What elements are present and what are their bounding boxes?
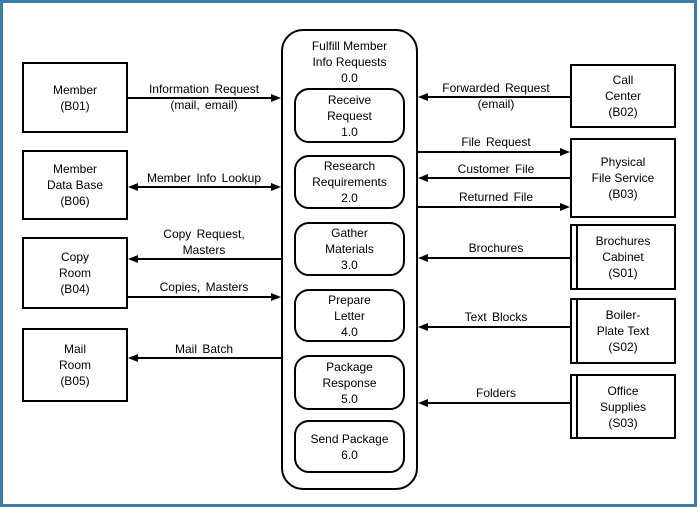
arrowhead-right-icon (560, 203, 570, 211)
arrowhead-left-icon (418, 323, 428, 331)
datastore-inner-line (576, 226, 578, 288)
store-brochures-cabinet: Brochures Cabinet (S01) (570, 224, 676, 290)
arrowhead-right-icon (271, 183, 281, 191)
flow-forwarded-request-line (427, 96, 570, 98)
flow-forwarded-request-label: Forwarded Request (email) (442, 81, 550, 111)
store-office-supplies-label: Office Supplies (S03) (599, 383, 647, 430)
flow-member-info-lookup-line (137, 186, 272, 188)
process-send-package-label: Send Package 6.0 (310, 431, 389, 462)
datastore-inner-line (576, 376, 578, 437)
flow-file-request-line (418, 151, 561, 153)
arrowhead-left-icon (128, 255, 138, 263)
flow-member-info-lookup-label: Member Info Lookup (146, 171, 262, 185)
process-research-requirements-label: Research Requirements 2.0 (312, 159, 387, 205)
entity-call-center-label: Call Center (B02) (604, 73, 642, 119)
entity-physical-file-service: Physical File Service (B03) (570, 138, 676, 218)
process-send-package: Send Package 6.0 (294, 420, 405, 473)
flow-information-request-label: Information Request (mail, email) (148, 82, 260, 112)
arrowhead-left-icon (128, 183, 138, 191)
entity-mail-room: Mail Room (B05) (22, 328, 128, 402)
process-receive-request-label: Receive Request 1.0 (327, 92, 372, 139)
process-group-title: Fulfill Member Info Requests 0.0 (311, 39, 388, 85)
process-receive-request: Receive Request 1.0 (294, 88, 405, 143)
process-package-response: Package Response 5.0 (294, 355, 405, 410)
store-boiler-plate-text-label: Boiler- Plate Text (S02) (596, 308, 650, 354)
process-gather-materials-label: Gather Materials 3.0 (325, 226, 374, 272)
process-prepare-letter-label: Prepare Letter 4.0 (328, 292, 371, 339)
store-brochures-cabinet-label: Brochures Cabinet (S01) (595, 234, 651, 280)
flow-copy-request-label: Copy Request, Masters (163, 227, 245, 257)
flow-copies-masters-line (128, 296, 271, 298)
flow-text-blocks-line (427, 326, 570, 328)
arrowhead-left-icon (418, 399, 428, 407)
flow-copy-request-line (137, 258, 281, 260)
process-research-requirements: Research Requirements 2.0 (294, 155, 405, 209)
entity-copy-room: Copy Room (B04) (22, 237, 128, 309)
entity-call-center: Call Center (B02) (570, 64, 676, 128)
store-office-supplies: Office Supplies (S03) (570, 374, 676, 439)
entity-member-database: Member Data Base (B06) (22, 150, 128, 220)
flow-mail-batch-line (137, 357, 281, 359)
entity-member-label: Member (B01) (52, 82, 97, 113)
arrowhead-right-icon (271, 293, 281, 301)
arrowhead-left-icon (128, 354, 138, 362)
flow-folders-line (427, 402, 570, 404)
flow-copies-masters-label: Copies, Masters (159, 280, 249, 294)
arrowhead-left-icon (418, 254, 428, 262)
arrowhead-right-icon (560, 148, 570, 156)
arrowhead-left-icon (418, 174, 428, 182)
process-package-response-label: Package Response 5.0 (322, 359, 377, 406)
flow-brochures-line (427, 257, 570, 259)
entity-mail-room-label: Mail Room (B05) (58, 342, 91, 388)
process-prepare-letter: Prepare Letter 4.0 (294, 289, 405, 342)
entity-member: Member (B01) (22, 62, 128, 133)
arrowhead-right-icon (271, 94, 281, 102)
datastore-inner-line (576, 300, 578, 362)
flow-customer-file-line (427, 177, 570, 179)
entity-copy-room-label: Copy Room (B04) (58, 250, 91, 296)
flow-mail-batch-label: Mail Batch (174, 342, 234, 356)
flow-brochures-label: Brochures (468, 241, 524, 255)
store-boiler-plate-text: Boiler- Plate Text (S02) (570, 298, 676, 364)
arrowhead-left-icon (418, 93, 428, 101)
flow-file-request-label: File Request (461, 135, 531, 149)
flow-text-blocks-label: Text Blocks (464, 310, 528, 324)
flow-returned-file-label: Returned File (458, 190, 534, 204)
flow-returned-file-line (418, 206, 561, 208)
flow-folders-label: Folders (475, 386, 516, 400)
flow-customer-file-label: Customer File (457, 162, 535, 176)
entity-physical-file-service-label: Physical File Service (B03) (591, 155, 655, 201)
flow-information-request-line (128, 97, 273, 99)
process-gather-materials: Gather Materials 3.0 (294, 222, 405, 276)
entity-member-database-label: Member Data Base (B06) (46, 162, 104, 208)
